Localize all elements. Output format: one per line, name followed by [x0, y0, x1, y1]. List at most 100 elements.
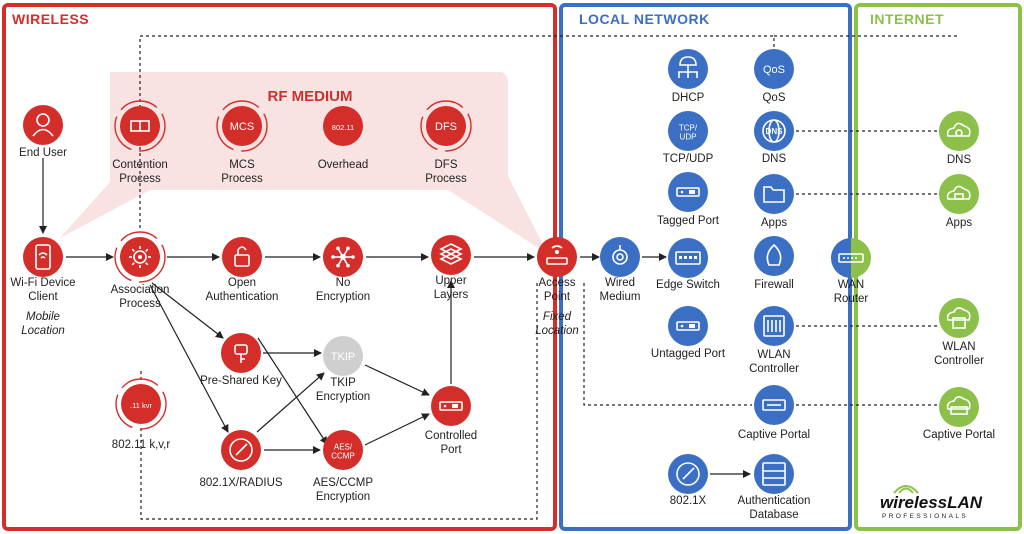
qos-label: QoS — [762, 92, 786, 104]
dns-net-label: DNS — [946, 154, 972, 166]
cloud-globe-icon — [946, 122, 971, 137]
no-enc-node — [323, 237, 363, 277]
port-icon — [676, 321, 700, 331]
dns-local-label: DNS — [761, 153, 787, 165]
captive-local-node — [754, 385, 794, 425]
qos-icon-text: QoS — [763, 64, 785, 76]
wifi-logo-icon — [893, 485, 919, 494]
key-icon — [234, 344, 248, 363]
ap-node — [537, 237, 577, 277]
logo-tagline: PROFESSIONALS — [882, 513, 969, 520]
switch-icon — [675, 251, 701, 265]
folder-icon — [763, 186, 785, 203]
dfs-node: DFS — [420, 100, 472, 152]
router-icon — [838, 253, 864, 263]
dhcp-label: DHCP — [671, 92, 705, 104]
port-icon — [676, 187, 700, 197]
firewall-label: Firewall — [754, 279, 794, 291]
apps-local-label: Apps — [760, 217, 788, 229]
psk-label: Pre-Shared Key — [200, 375, 282, 387]
apps-net-node — [939, 174, 979, 214]
layers-icon — [439, 243, 463, 265]
unlock-icon — [234, 246, 250, 267]
end-user-label: End User — [19, 147, 67, 159]
wired-node — [600, 237, 640, 277]
tkip-icon-text: TKIP — [331, 351, 355, 363]
psk-node — [221, 333, 261, 373]
tcpudp-node: TCP/UDP — [668, 111, 708, 151]
rf-medium-title: RF MEDIUM — [267, 88, 353, 105]
dfs-icon-text: DFS — [435, 121, 457, 133]
tagged-label: Tagged Port — [656, 215, 720, 227]
tkip-node: TKIP — [323, 336, 363, 376]
contention-node — [114, 100, 166, 152]
wirelesslan-logo: wirelessLAN PROFESSIONALS — [880, 485, 983, 520]
cloud-printer-icon — [946, 396, 971, 415]
user-icon — [32, 113, 54, 137]
client-node — [23, 237, 63, 277]
access-point-icon — [546, 245, 568, 265]
qos-node: QoS — [754, 49, 794, 89]
cloud-folder-icon — [946, 185, 971, 200]
rf-medium-panel — [60, 72, 548, 254]
upper-node — [431, 235, 471, 275]
wan-node — [831, 238, 871, 278]
local-network-title: LOCAL NETWORK — [579, 11, 710, 27]
dns-net-node — [939, 111, 979, 151]
wlc-net-node — [939, 298, 979, 338]
captive-net-label: Captive Portal — [922, 429, 996, 441]
end-user-node — [23, 105, 63, 145]
overhead-node: 802.11 — [323, 106, 363, 146]
tcpudp-label: TCP/UDP — [662, 153, 714, 165]
overhead-label: Overhead — [317, 159, 369, 171]
hierarchy-icon — [678, 56, 698, 78]
network-icon — [331, 246, 355, 268]
mcs-node: MCS — [216, 100, 268, 152]
portal-icon — [762, 399, 786, 411]
dot1x-label: 802.1X — [669, 495, 707, 507]
cloud-controller-icon — [946, 307, 971, 329]
aes-node: AES/CCMP — [323, 430, 363, 470]
controller-icon — [763, 315, 785, 337]
edge-node — [668, 238, 708, 278]
untagged-node — [668, 306, 708, 346]
gauge-icon — [676, 462, 700, 486]
phone-icon — [35, 244, 51, 270]
radius-node — [221, 430, 261, 470]
port-icon — [439, 401, 463, 411]
kvr-icon-text: .11 kvr — [130, 401, 152, 410]
untagged-label: Untagged Port — [650, 348, 726, 360]
cable-icon — [612, 245, 628, 265]
controlled-node — [431, 386, 471, 426]
dhcp-node — [668, 49, 708, 89]
firewall-icon — [766, 243, 782, 266]
overhead-icon-text: 802.11 — [332, 123, 354, 132]
internet-title: INTERNET — [870, 11, 944, 27]
svg-text:DNS: DNS — [766, 127, 784, 136]
dns-globe-icon: DNS — [762, 119, 786, 143]
logo-brand: wirelessLAN — [880, 493, 983, 512]
gear-icon — [129, 246, 151, 268]
tagged-node — [668, 172, 708, 212]
captive-net-node — [939, 387, 979, 427]
radius-label: 802.1X/RADIUS — [199, 477, 283, 489]
apps-net-label: Apps — [945, 217, 973, 229]
